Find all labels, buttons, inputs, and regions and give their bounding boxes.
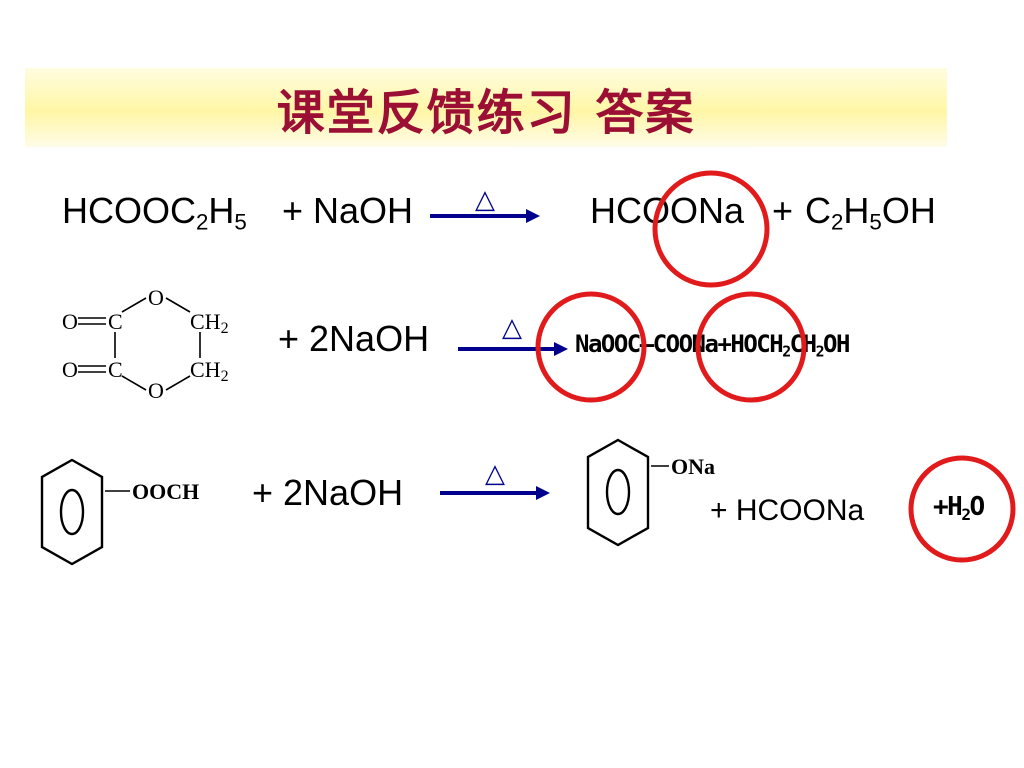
carbonyl-o-2: O xyxy=(62,357,78,382)
ester-group-label: OOCH xyxy=(132,479,199,504)
aromatic-circle-product xyxy=(605,468,631,516)
aromatic-circle xyxy=(59,488,85,536)
page-title: 课堂反馈练习 答案 xyxy=(276,84,696,141)
reaction3-reagent: + 2NaOH xyxy=(252,472,404,513)
heat-symbol-1: △ xyxy=(475,184,495,214)
heat-symbol-3: △ xyxy=(485,458,505,488)
title-banner: 课堂反馈练习 答案 xyxy=(25,68,947,147)
ring-o-bottom: O xyxy=(148,378,164,403)
ethylene-oxalate-structure: O O C C O O CH2 CH2 xyxy=(62,285,229,403)
reaction1-product-alcohol: C2H5OH xyxy=(805,190,936,235)
reaction3-product-formate: + HCOONa xyxy=(710,494,865,527)
ring-c-2: C xyxy=(108,357,123,382)
phenyl-formate-structure: OOCH xyxy=(40,458,199,566)
reaction1-reactant: HCOOC2H5 xyxy=(62,190,247,235)
benzene-ring-product xyxy=(586,438,650,547)
carbonyl-o-1: O xyxy=(62,309,78,334)
sodium-phenoxide-structure: ONa xyxy=(586,438,715,547)
reaction2-reagent: + 2NaOH xyxy=(278,318,430,359)
reaction1-product-salt: HCOONa xyxy=(590,190,745,231)
ring-ch2-2: CH2 xyxy=(190,357,229,385)
reaction2-product: NaOOC—COONa+HOCH2CH2OH xyxy=(575,330,850,361)
reaction1-reagent: + NaOH xyxy=(282,190,414,231)
reaction3-water: +H2O xyxy=(933,492,985,524)
ring-c-1: C xyxy=(108,309,123,334)
benzene-ring xyxy=(40,458,104,566)
heat-symbol-2: △ xyxy=(502,312,522,342)
reaction1-product-plus: + xyxy=(772,190,794,231)
ring-ch2-1: CH2 xyxy=(190,309,229,337)
ring-o-top: O xyxy=(148,285,164,310)
phenoxide-group-label: ONa xyxy=(671,454,715,479)
